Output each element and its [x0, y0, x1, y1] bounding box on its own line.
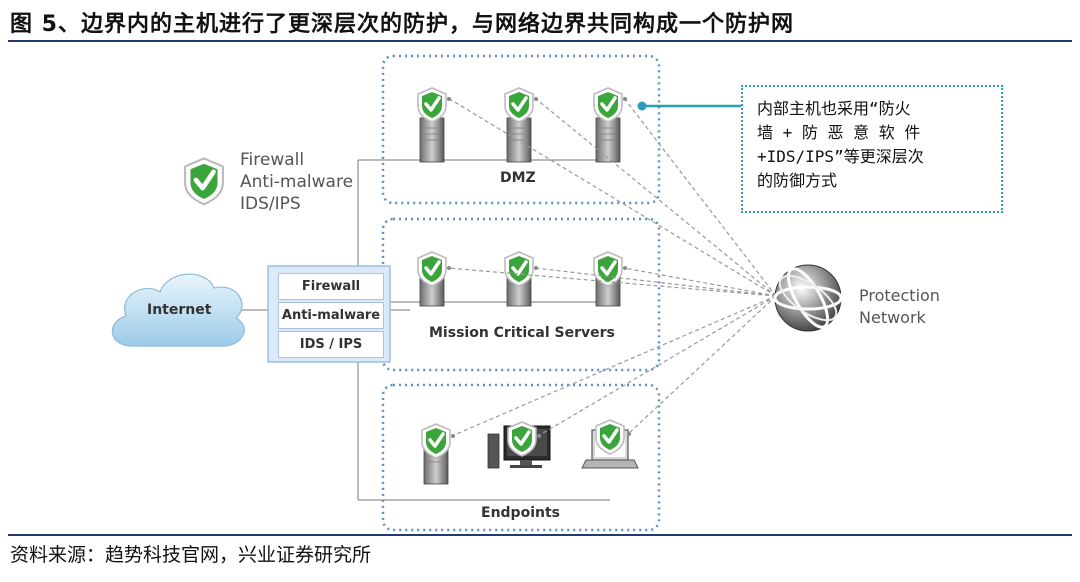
legend-shield-check-icon — [185, 158, 223, 204]
callout-line-2: 墙 + 防 恶 意 软 件 — [757, 123, 921, 142]
title-rule — [8, 40, 1072, 42]
dmz-server-icon-2 — [506, 117, 532, 163]
legend-anti-malware: Anti-malware — [240, 172, 354, 192]
protection-arrows — [447, 97, 777, 437]
endpoints-zone-box — [381, 383, 661, 532]
dmz-label: DMZ — [500, 170, 536, 186]
protection-network-label-line-2: Network — [859, 308, 926, 327]
dmz-zone-box — [381, 54, 661, 205]
legend-firewall: Firewall — [240, 150, 305, 170]
figure-title: 图 5、边界内的主机进行了更深层次的防护，与网络边界共同构成一个防护网 — [10, 12, 794, 37]
globe-icon — [773, 264, 843, 332]
callout-line-1: 内部主机也采用“防火 — [757, 99, 911, 118]
protection-network-label-line-1: Protection — [859, 286, 940, 305]
gateway-firewall-row: Firewall — [278, 273, 384, 300]
dmz-shield-check-icon-3 — [592, 86, 624, 124]
endpoints-label: Endpoints — [481, 505, 560, 521]
dmz-shield-check-icon-2 — [503, 86, 535, 124]
source-rule — [8, 534, 1072, 536]
dmz-shield-check-icon-1 — [416, 86, 448, 124]
mission-critical-zone-box — [381, 217, 661, 372]
internet-label: Internet — [147, 302, 212, 318]
mission-critical-label: Mission Critical Servers — [429, 325, 615, 341]
legend-ids-ips: IDS/IPS — [240, 194, 301, 214]
source-note: 资料来源：趋势科技官网，兴业证券研究所 — [10, 544, 372, 566]
gateway-ids-ips-row: IDS / IPS — [278, 331, 384, 358]
gateway-anti-malware-row: Anti-malware — [278, 302, 384, 329]
arrow-heads — [447, 97, 631, 438]
callout-anchor-dot — [637, 101, 647, 111]
dmz-server-icon-1 — [419, 117, 445, 163]
callout-line-3: +IDS/IPS”等更深层次 — [757, 147, 924, 166]
callout-box: 内部主机也采用“防火 墙 + 防 恶 意 软 件 +IDS/IPS”等更深层次 … — [741, 85, 1003, 213]
cloud-icon — [111, 273, 245, 347]
dmz-server-icon-3 — [595, 117, 621, 163]
callout-line-4: 的防御方式 — [757, 171, 838, 190]
